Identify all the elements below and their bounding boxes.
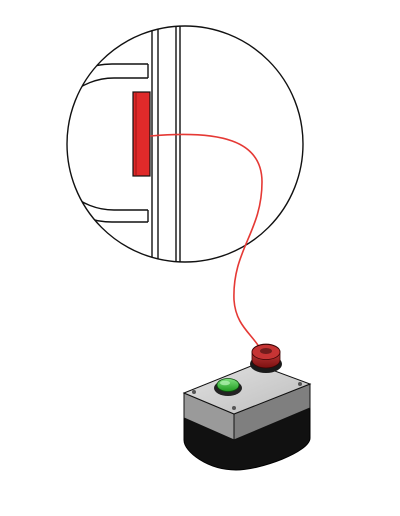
green-button-icon — [214, 378, 242, 396]
red-button-icon — [250, 343, 282, 373]
screw-icon — [232, 406, 236, 410]
control-box-top — [182, 363, 312, 415]
screw-icon — [298, 382, 302, 386]
handle-outline-inner — [67, 77, 148, 211]
sensor-cable — [149, 133, 265, 359]
magnet-sensor — [132, 91, 151, 177]
detail-view — [66, 25, 304, 263]
screw-icon — [192, 390, 196, 394]
detail-view-circle — [66, 25, 304, 263]
control-box — [182, 343, 312, 471]
